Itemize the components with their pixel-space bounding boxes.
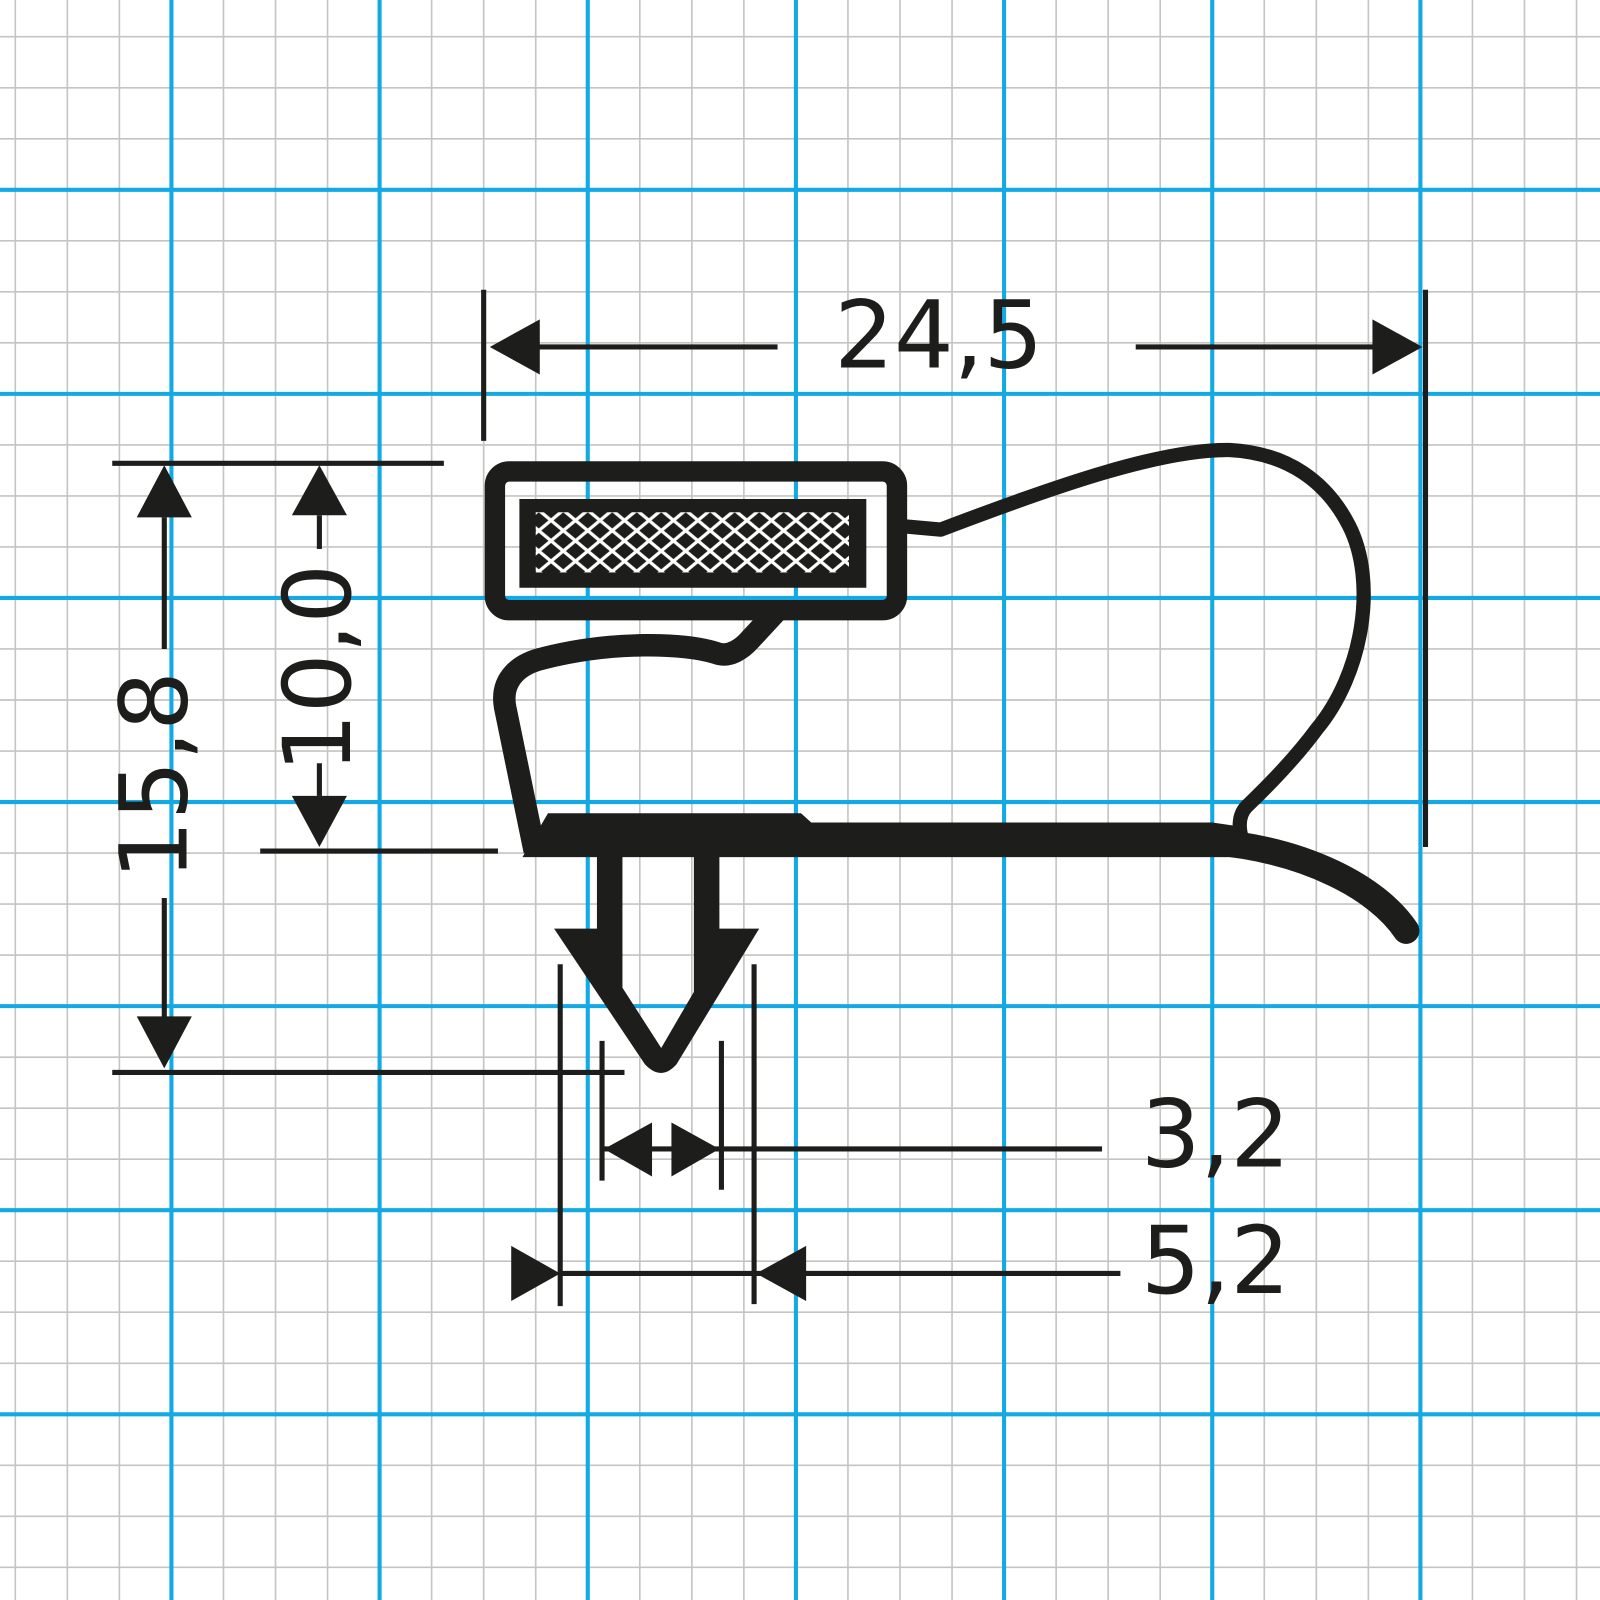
dimension-lines — [112, 289, 1429, 1307]
anchor-dart — [554, 855, 760, 1073]
dimension-height-label: 15,8 — [101, 671, 210, 880]
dimension-width-label: 24,5 — [834, 281, 1043, 390]
sealing-lip — [1198, 828, 1420, 944]
bulb-chamber — [905, 442, 1371, 841]
base-strip — [522, 813, 1240, 858]
dimension-dart-width-label: 3,2 — [1141, 1080, 1290, 1189]
magnet-housing — [484, 461, 908, 621]
inner-wall — [493, 604, 784, 854]
magnet-mesh — [535, 512, 849, 573]
dimension-body-height-label: 10,0 — [264, 564, 373, 773]
dimension-dart-outer-label: 5,2 — [1141, 1207, 1290, 1316]
gasket-profile — [484, 442, 1420, 1073]
